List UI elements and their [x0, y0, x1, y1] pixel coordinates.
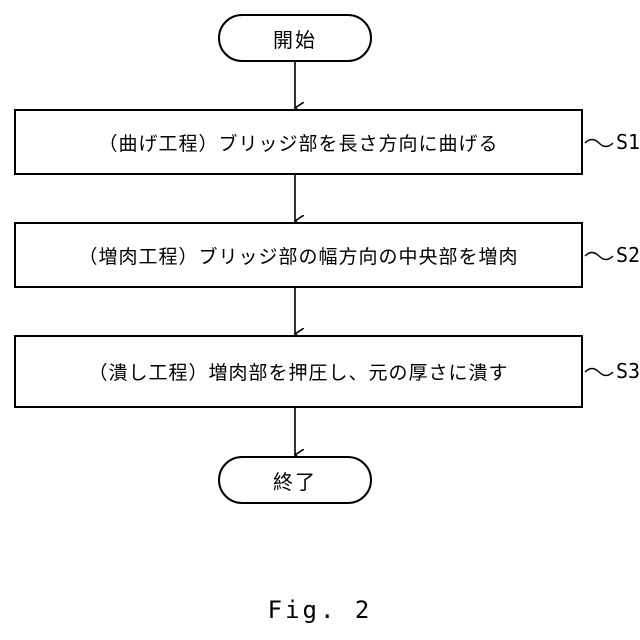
end-terminal: 終了 — [218, 456, 372, 504]
process-step-s2: （増肉工程）ブリッジ部の幅方向の中央部を増肉 — [14, 222, 583, 288]
step-s3-text: （潰し工程）増肉部を押圧し、元の厚さに潰す — [88, 358, 508, 385]
step-label-s3-text: S3 — [616, 359, 640, 383]
figure-caption: Fig. 2 — [0, 596, 640, 624]
leader-tilde-s3 — [585, 369, 613, 376]
process-step-s1: （曲げ工程）ブリッジ部を長さ方向に曲げる — [14, 109, 583, 175]
leader-tilde-s2 — [585, 253, 613, 260]
step-label-s3: S3 — [616, 359, 640, 383]
leader-tilde-s1 — [585, 140, 613, 147]
start-label: 開始 — [273, 24, 317, 53]
step-s1-text: （曲げ工程）ブリッジ部を長さ方向に曲げる — [98, 129, 498, 156]
step-s2-text: （増肉工程）ブリッジ部の幅方向の中央部を増肉 — [78, 242, 518, 269]
start-terminal: 開始 — [218, 14, 372, 62]
process-step-s3: （潰し工程）増肉部を押圧し、元の厚さに潰す — [14, 335, 583, 408]
step-label-s1: S1 — [616, 130, 640, 154]
step-label-s1-text: S1 — [616, 130, 640, 154]
end-label: 終了 — [273, 466, 317, 495]
step-label-s2: S2 — [616, 243, 640, 267]
step-label-s2-text: S2 — [616, 243, 640, 267]
